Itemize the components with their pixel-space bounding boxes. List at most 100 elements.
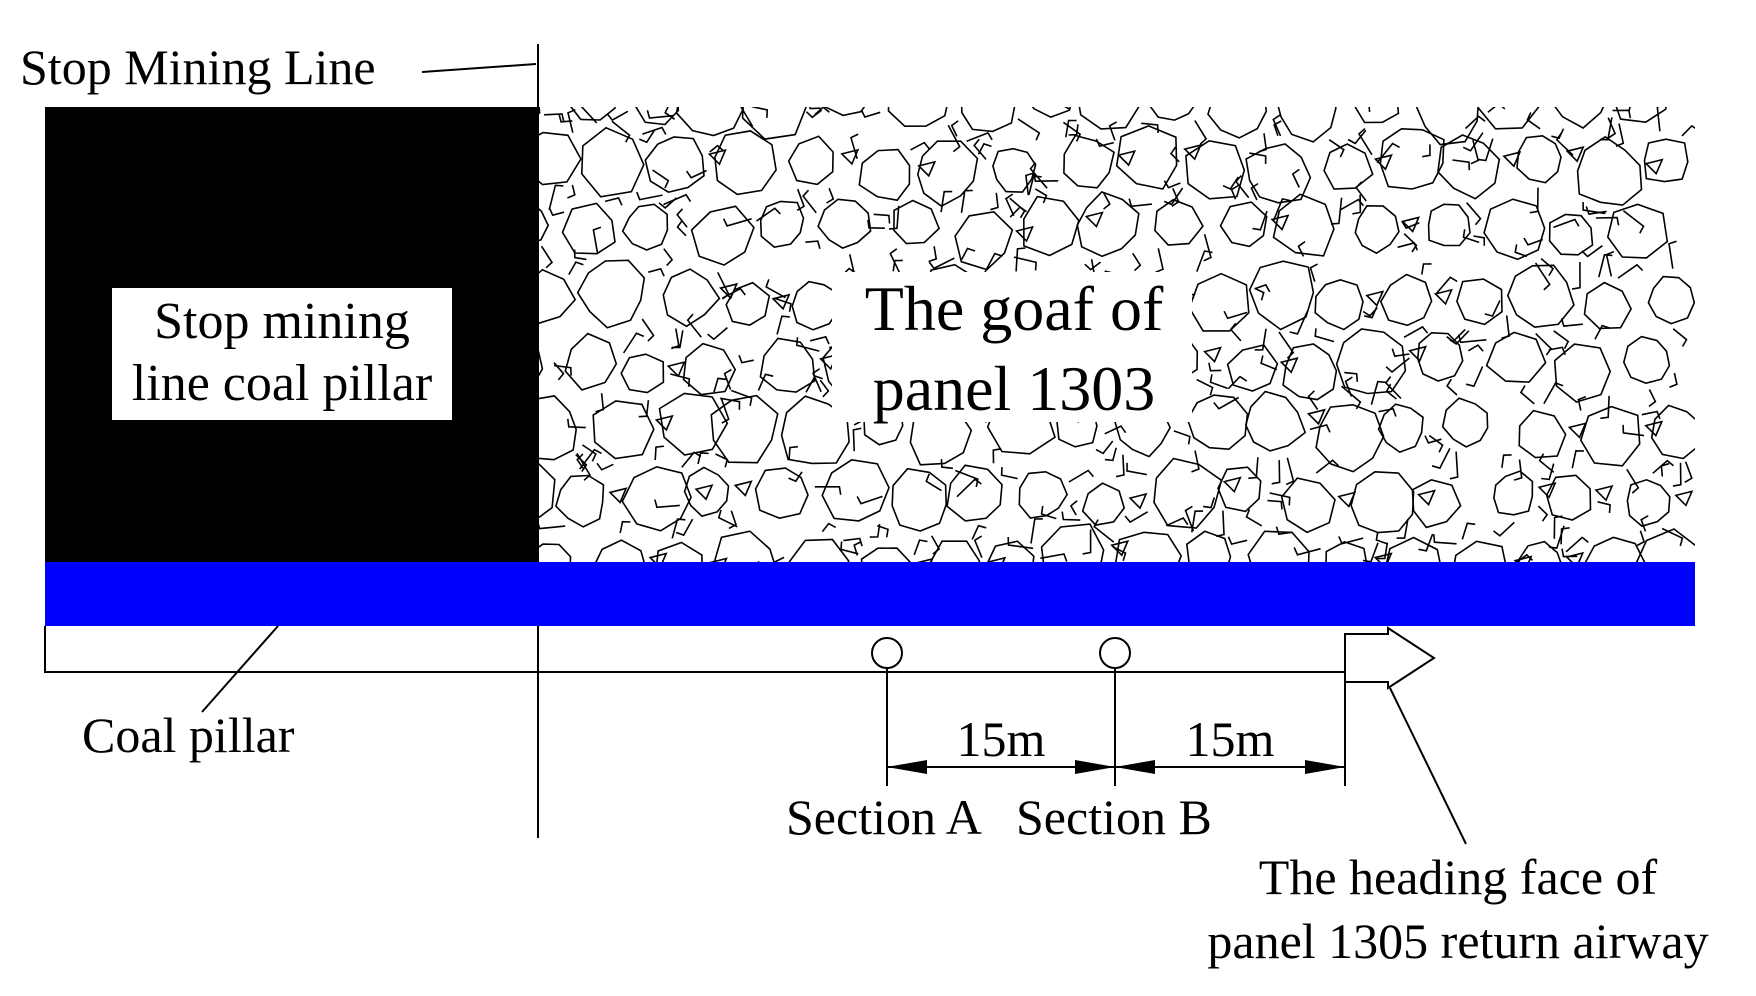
rubble-fragment [1656, 107, 1661, 132]
rubble-fragment [1615, 123, 1625, 147]
rubble-fragment [1446, 378, 1458, 396]
rubble-fragment [664, 107, 676, 120]
rubble-fragment [1355, 181, 1367, 202]
rubble-stone [1040, 523, 1105, 562]
rubble-fragment [611, 120, 631, 143]
rubble-fragment [1403, 233, 1418, 253]
rubble-stone [1063, 134, 1115, 189]
rubble-fragment [1004, 193, 1015, 217]
rubble-stone [1579, 405, 1641, 467]
rubble-fragment [1652, 37, 1668, 54]
pillar-label-line-1: Stop mining [154, 293, 410, 350]
rubble-fragment [1660, 462, 1670, 477]
rubble-stone [1248, 260, 1315, 331]
rubble-fragment [1095, 138, 1114, 148]
rubble-chip [1674, 490, 1694, 507]
rubble-fragment [1493, 521, 1515, 537]
rubble-fragment [947, 124, 961, 153]
rubble-fragment [873, 213, 891, 224]
rubble-stone [759, 337, 816, 393]
rubble-stone [787, 135, 834, 186]
rubble-chip [1020, 91, 1036, 105]
rubble-fragment [1628, 107, 1631, 112]
rubble-fragment [709, 55, 726, 65]
rubble-stone [1277, 107, 1337, 143]
rubble-fragment [685, 169, 707, 179]
rubble-chip [1644, 158, 1664, 176]
rubble-stone [1185, 139, 1246, 200]
rubble-fragment [731, 389, 753, 406]
rubble-fragment [606, 110, 629, 122]
rubble-chip [1706, 419, 1722, 433]
rubble-fragment [1585, 206, 1607, 215]
rubble-stone [1554, 107, 1605, 129]
rubble-stone [1280, 477, 1336, 534]
rubble-fragment [1260, 88, 1271, 98]
rubble-chip [694, 484, 714, 501]
rubble-stone [576, 259, 646, 329]
rubble-fragment [1540, 257, 1555, 277]
rubble-fragment [1684, 461, 1693, 483]
rubble-fragment [1560, 318, 1583, 327]
rubble-fragment [686, 313, 702, 338]
rubble-fragment [1384, 376, 1402, 400]
rubble-stone [1615, 107, 1667, 124]
rubble-fragment [1124, 511, 1149, 524]
goaf-label-background [832, 272, 1192, 422]
rubble-chip [1567, 422, 1587, 439]
rubble-fragment [1462, 229, 1480, 244]
rubble-fragment [1541, 463, 1555, 481]
rubble-stone [710, 394, 779, 464]
rubble-fragment [1128, 198, 1152, 208]
rubble-fragment [1594, 324, 1611, 340]
rubble-fragment [1449, 330, 1470, 346]
rubble-fragment [1267, 499, 1283, 510]
rubble-stone [791, 280, 840, 331]
rubble-fragment [1227, 536, 1248, 546]
rubble-fragment [1513, 459, 1523, 481]
rubble-stone [954, 210, 1014, 271]
rubble-fragment [1571, 261, 1581, 290]
rubble-fragment [751, 107, 769, 118]
rubble-fragment [805, 109, 823, 119]
rubble-fragment [715, 453, 729, 468]
rubble-fragment [1249, 152, 1267, 165]
rubble-fragment [1519, 385, 1535, 405]
rubble-fragment [1254, 287, 1265, 301]
rubble-fragment [709, 144, 725, 153]
rubble-stone [1315, 403, 1385, 473]
rubble-fragment [1565, 536, 1589, 553]
rubble-chip [1373, 154, 1393, 171]
rubble-fragment [1297, 240, 1306, 257]
rubble-fragment [952, 62, 972, 74]
rubble-fragment [840, 541, 859, 555]
rubble-fragment [1487, 107, 1506, 113]
rubble-fragment [1291, 168, 1300, 188]
rubble-fragment [1339, 198, 1365, 211]
rubble-fragment [982, 252, 1003, 277]
rubble-stone [1485, 331, 1547, 383]
rubble-stone [1081, 482, 1126, 526]
rubble-stone [1323, 143, 1374, 190]
rubble-fragment [654, 445, 664, 461]
rubble-fragment [544, 113, 565, 122]
rubble-fragment [1396, 518, 1409, 539]
rubble-stone [1647, 275, 1695, 325]
coal-pillar-leader [201, 625, 279, 713]
rubble-stone [1583, 281, 1633, 330]
rubble-fragment [676, 208, 688, 228]
rubble-stone [620, 353, 665, 394]
rubble-fragment [1191, 510, 1204, 533]
rubble-fragment [1595, 216, 1620, 226]
rubble-fragment [821, 522, 837, 533]
rubble-chip [840, 148, 860, 166]
rubble-fragment [1706, 547, 1719, 555]
rubble-fragment [1104, 425, 1127, 435]
rubble-stone [1314, 279, 1364, 331]
rubble-fragment [722, 218, 752, 227]
rubble-stone [1325, 541, 1368, 562]
rubble-fragment [1501, 315, 1510, 340]
rubble-stone [1453, 540, 1506, 562]
rubble-fragment [548, 207, 565, 217]
rubble-stone [858, 148, 911, 202]
